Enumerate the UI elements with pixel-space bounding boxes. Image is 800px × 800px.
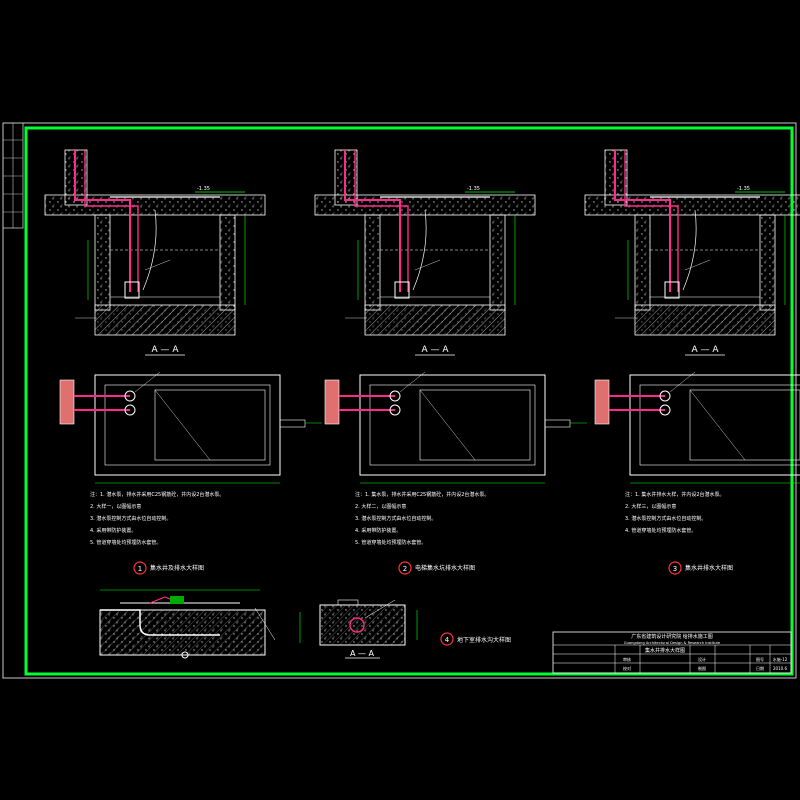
section-label: A — A bbox=[421, 345, 449, 355]
institute-name: 广东省建筑设计研究院 给排水施工图 bbox=[631, 633, 713, 640]
svg-text:日期: 日期 bbox=[756, 665, 764, 671]
svg-text:2010.6: 2010.6 bbox=[773, 666, 787, 671]
plan-view-1: 注：1. 潜水泵，排水井采用C25钢筋砼，井内设2台潜水泵。 2. 大样一，以图幅… bbox=[59, 371, 322, 575]
plan-title: 集水井及排水大样图 bbox=[150, 564, 204, 572]
plan-note: 5. 管道穿墙处均预埋防水套管。 bbox=[355, 539, 426, 546]
title-block: 广东省建筑设计研究院 给排水施工图 Guangdong Architectura… bbox=[552, 631, 792, 674]
plan-note: 5. 管道穿墙处均预埋防水套管。 bbox=[90, 539, 161, 546]
plan-view-2: 注：1. 集水泵，排水井采用C25钢筋砼，井内设2台潜水泵。 2. 大样二，以图幅… bbox=[324, 371, 587, 575]
binding-strip bbox=[2, 122, 24, 229]
svg-text:图号: 图号 bbox=[756, 656, 764, 662]
callout-index: 2 bbox=[403, 565, 407, 573]
plan-view-3: 注：1. 集水井排水大样，井内设2台潜水泵。 2. 大样三，以图幅示意 3. 潜水泵… bbox=[594, 371, 800, 575]
callout-circle bbox=[668, 561, 682, 575]
detail-4-title: 地下室排水沟大样图 bbox=[457, 636, 511, 644]
plan-note: 3. 潜水泵控制方式由水位自动控制。 bbox=[625, 515, 706, 522]
section-view-1: -1.35 A — A bbox=[44, 149, 266, 356]
level-mark: -1.35 bbox=[737, 186, 750, 192]
plan-note: 注：1. 集水井排水大样，井内设2台潜水泵。 bbox=[625, 491, 725, 498]
callout-index: 3 bbox=[673, 565, 677, 573]
callout-circle bbox=[133, 561, 147, 575]
svg-text:审核: 审核 bbox=[623, 656, 631, 662]
plan-note: 4. 管道穿墙处均预埋防水套管。 bbox=[625, 527, 696, 534]
level-mark: -1.35 bbox=[467, 186, 480, 192]
institute-name-en: Guangdong Architectural Design & Researc… bbox=[624, 641, 721, 645]
drawing-name: 集水井排水大样图 bbox=[645, 647, 685, 654]
section-label: A — A bbox=[691, 345, 719, 355]
svg-text:4: 4 bbox=[445, 636, 450, 644]
svg-text:制图: 制图 bbox=[698, 665, 706, 671]
detail-drain-channel: A — A bbox=[299, 599, 418, 659]
plan-note: 4. 采用带防护装置。 bbox=[90, 527, 136, 534]
detail-4-callout: 4 地下室排水沟大样图 bbox=[440, 632, 511, 646]
callout-circle bbox=[398, 561, 412, 575]
section-view-2: -1.35 A — A bbox=[314, 149, 536, 356]
plan-note: 注：1. 集水泵，排水井采用C25钢筋砼，井内设2台潜水泵。 bbox=[355, 491, 489, 498]
sheet-border bbox=[24, 126, 794, 676]
plan-note: 注：1. 潜水泵，排水井采用C25钢筋砼，井内设2台潜水泵。 bbox=[90, 491, 224, 498]
level-mark: -1.35 bbox=[197, 186, 210, 192]
detail-trench bbox=[99, 589, 276, 659]
svg-text:校对: 校对 bbox=[623, 665, 631, 671]
detail-section-label: A — A bbox=[350, 649, 375, 658]
callout-index: 1 bbox=[138, 565, 142, 573]
svg-text:水施-12: 水施-12 bbox=[773, 656, 788, 662]
section-view-3: -1.35 A — A bbox=[584, 149, 800, 356]
plan-note: 2. 大样一，以图幅示意 bbox=[90, 503, 141, 510]
plan-note: 3. 潜水泵控制方式由水位自动控制。 bbox=[355, 515, 436, 522]
plan-note: 2. 大样二，以图幅示意 bbox=[355, 503, 406, 510]
plan-note: 4. 采用带防护装置。 bbox=[355, 527, 401, 534]
plan-note: 3. 潜水泵控制方式由水位自动控制。 bbox=[90, 515, 171, 522]
svg-text:设计: 设计 bbox=[698, 656, 706, 662]
plan-title: 集水井排水大样图 bbox=[685, 564, 733, 572]
outer-frame bbox=[2, 122, 797, 679]
section-label: A — A bbox=[151, 345, 179, 355]
plan-note: 2. 大样三，以图幅示意 bbox=[625, 503, 676, 510]
plan-title: 电梯集水坑排水大样图 bbox=[415, 564, 475, 572]
